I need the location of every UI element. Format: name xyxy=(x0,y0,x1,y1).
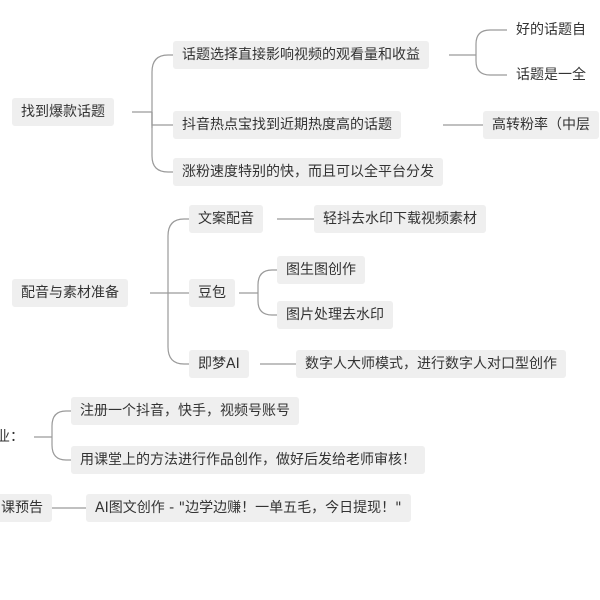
node-register-accounts[interactable]: 注册一个抖音，快手，视频号账号 xyxy=(71,397,299,425)
node-topic-selection[interactable]: 话题选择直接影响视频的观看量和收益 xyxy=(173,41,429,69)
node-create-works[interactable]: 用课堂上的方法进行作品创作，做好后发给老师审核！ xyxy=(71,446,425,474)
node-image-to-image[interactable]: 图生图创作 xyxy=(277,256,365,284)
node-image-watermark-removal[interactable]: 图片处理去水印 xyxy=(277,301,393,329)
node-doubao[interactable]: 豆包 xyxy=(189,279,235,307)
node-copy-voiceover[interactable]: 文案配音 xyxy=(189,205,263,233)
node-topic-is[interactable]: 话题是一全 xyxy=(516,67,586,83)
node-fast-follower-growth[interactable]: 涨粉速度特别的快，而且可以全平台分发 xyxy=(173,158,443,186)
node-watermark-free-download[interactable]: 轻抖去水印下载视频素材 xyxy=(314,205,486,233)
topic-node-find-hot-topic[interactable]: 找到爆款话题 xyxy=(12,98,114,126)
node-good-topic[interactable]: 好的话题自 xyxy=(516,22,586,38)
topic-node-homework[interactable]: 业： xyxy=(0,429,24,445)
node-high-conversion[interactable]: 高转粉率（中层 xyxy=(483,111,599,139)
node-douyin-hotspot[interactable]: 抖音热点宝找到近期热度高的话题 xyxy=(173,111,401,139)
node-jimeng-ai[interactable]: 即梦AI xyxy=(189,350,249,378)
topic-node-voice-material[interactable]: 配音与素材准备 xyxy=(12,279,128,307)
topic-node-next-lesson[interactable]: 课预告 xyxy=(0,494,52,522)
node-digital-human[interactable]: 数字人大师模式，进行数字人对口型创作 xyxy=(296,350,566,378)
node-ai-image-text[interactable]: AI图文创作 - "边学边赚！一单五毛，今日提现！" xyxy=(86,494,411,522)
